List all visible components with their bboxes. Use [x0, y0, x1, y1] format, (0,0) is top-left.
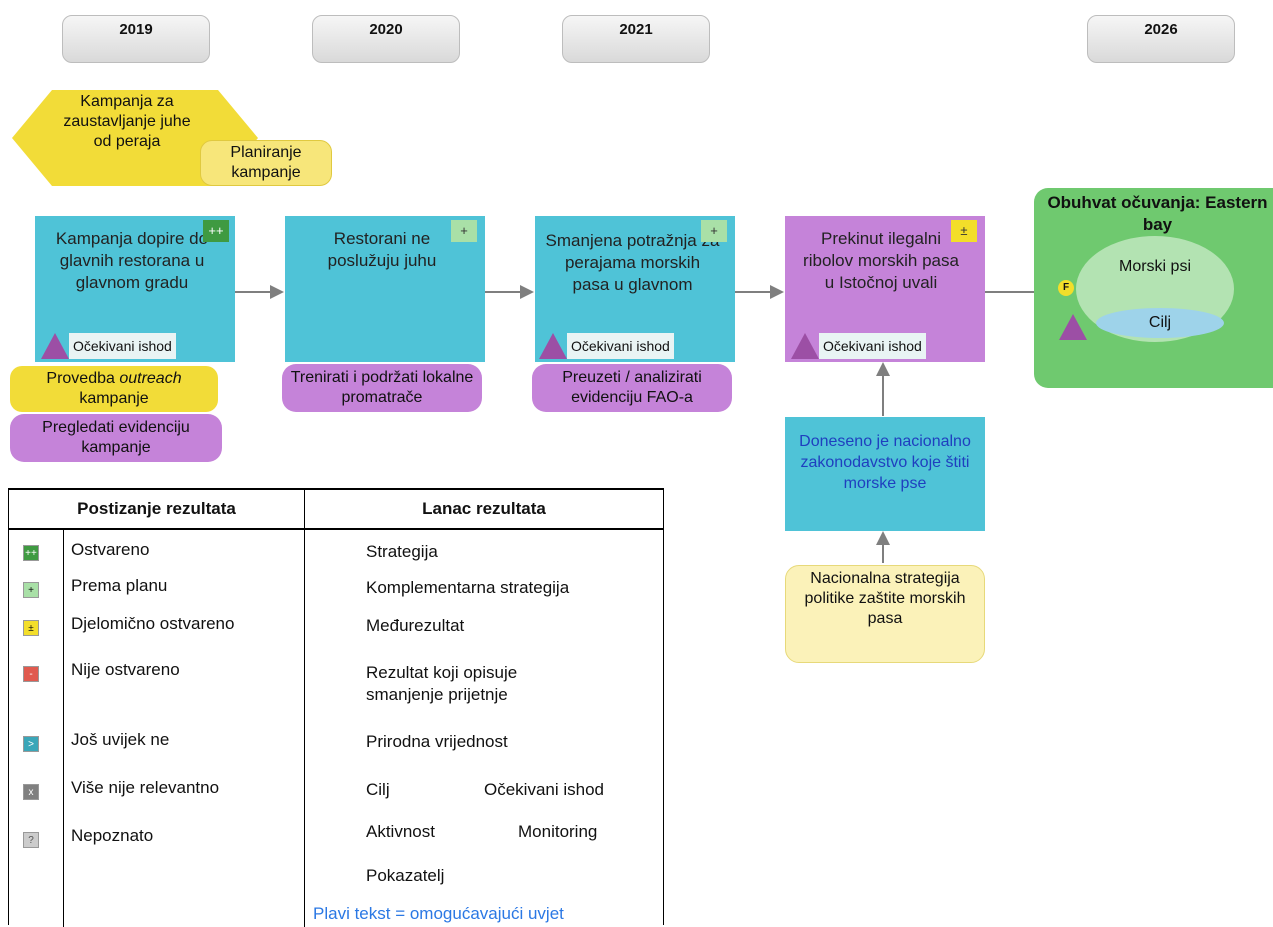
activity-outreach-em: outreach: [119, 370, 182, 387]
box-1-text: Kampanja dopire do glavnih restorana u g…: [55, 229, 209, 292]
threat-reduction-box[interactable]: Prekinut ilegalni ribolov morskih pasa u…: [785, 216, 985, 362]
intermediate-result-box-1[interactable]: Kampanja dopire do glavnih restorana u g…: [35, 216, 235, 362]
legend-partial: Djelomično ostvareno: [71, 614, 235, 633]
indicator-triangle-icon: [1059, 314, 1087, 340]
activity-outreach-post: kampanje: [79, 390, 149, 407]
outcome-label: Očekivani ishod: [819, 333, 926, 359]
legend-goal: Cilj: [366, 780, 390, 799]
legend-strategy: Strategija: [366, 542, 438, 561]
legend-badge-not-achieved: -: [23, 666, 39, 682]
scope-title: Obuhvat očuvanja: Eastern bay: [1047, 193, 1268, 234]
legend-indicator: Pokazatelj: [366, 866, 445, 885]
planning-activity[interactable]: Planiranje kampanje: [200, 140, 332, 186]
intermediate-result-box-2[interactable]: Restorani ne poslužuju juhu +: [285, 216, 485, 362]
outcome-label: Očekivani ishod: [69, 333, 176, 359]
activity-outreach[interactable]: Provedba outreach kampanje: [10, 366, 218, 412]
legend-on-track: Prema planu: [71, 576, 168, 595]
status-badge-on-track: +: [701, 220, 727, 242]
legend-not-achieved: Nije ostvareno: [71, 660, 180, 679]
indicator-triangle-icon: [41, 333, 69, 359]
goal-ellipse: Cilj: [1096, 308, 1224, 338]
legend-outcome: Očekivani ishod: [484, 780, 605, 799]
legend-complementary-strategy: Komplementarna strategija: [366, 578, 570, 597]
legend-badge-not-relevant: x: [23, 784, 39, 800]
factor-marker: F: [1058, 280, 1074, 296]
legend-divider: [63, 530, 64, 927]
intermediate-result-box-3[interactable]: Smanjena potražnja za perajama morskih p…: [535, 216, 735, 362]
activity-outreach-pre: Provedba: [46, 370, 120, 387]
year-header-2020: 2020: [312, 15, 460, 63]
year-header-2021: 2021: [562, 15, 710, 63]
enabling-condition-box[interactable]: Doneseno je nacionalno zakonodavstvo koj…: [785, 417, 985, 531]
legend-threat-reduction: Rezultat koji opisuje smanjenje prijetnj…: [366, 663, 518, 704]
legend-badge-on-track: +: [23, 582, 39, 598]
legend-badge-achieved: ++: [23, 545, 39, 561]
legend-badge-partial: ±: [23, 620, 39, 636]
legend-not-relevant: Više nije relevantno: [71, 778, 220, 797]
strategy-label: Kampanja za zaustavljanje juhe od peraja: [63, 93, 191, 150]
box-4-text: Prekinut ilegalni ribolov morskih pasa u…: [803, 229, 959, 292]
box-3-text: Smanjena potražnja za perajama morskih p…: [545, 231, 720, 294]
monitoring-review-campaign[interactable]: Pregledati evidenciju kampanje: [10, 414, 222, 462]
legend-badge-unknown: ?: [23, 832, 39, 848]
legend-unknown: Nepoznato: [71, 826, 154, 845]
legend-intermediate-result: Međurezultat: [366, 616, 465, 635]
legend-natural-value: Prirodna vrijednost: [366, 732, 508, 751]
complementary-strategy-box[interactable]: Nacionalna strategija politike zaštite m…: [785, 565, 985, 663]
year-header-2026: 2026: [1087, 15, 1235, 63]
indicator-triangle-icon: [791, 333, 819, 359]
legend-not-yet: Još uvijek ne: [71, 730, 170, 749]
indicator-triangle-icon: [539, 333, 567, 359]
monitoring-train-observers[interactable]: Trenirati i podržati lokalne promatrače: [282, 364, 482, 412]
legend-badge-not-yet: >: [23, 736, 39, 752]
legend-header-status: Postizanje rezultata: [9, 490, 305, 530]
legend-blue-text-note: Plavi tekst = omogućavajući uvjet: [313, 904, 564, 923]
legend-monitoring: Monitoring: [518, 822, 598, 841]
conservation-scope-box[interactable]: Obuhvat očuvanja: Eastern bay Morski psi…: [1034, 188, 1273, 388]
legend-table: Postizanje rezultata Lanac rezultata ++ …: [8, 488, 664, 927]
strategy-hexagon[interactable]: [10, 88, 260, 188]
year-header-2019: 2019: [62, 15, 210, 63]
outcome-label: Očekivani ishod: [567, 333, 674, 359]
legend-achieved: Ostvareno: [71, 540, 150, 559]
status-badge-on-track: +: [451, 220, 477, 242]
target-label: Morski psi: [1118, 258, 1191, 275]
monitoring-fao-records[interactable]: Preuzeti / analizirati evidenciju FAO-a: [532, 364, 732, 412]
legend-header-chain: Lanac rezultata: [305, 490, 663, 530]
box-2-text: Restorani ne poslužuju juhu: [327, 229, 437, 270]
legend-divider: [304, 530, 305, 927]
status-badge-partial: ±: [951, 220, 977, 242]
legend-activity: Aktivnost: [366, 822, 435, 841]
status-badge-achieved: ++: [203, 220, 229, 242]
